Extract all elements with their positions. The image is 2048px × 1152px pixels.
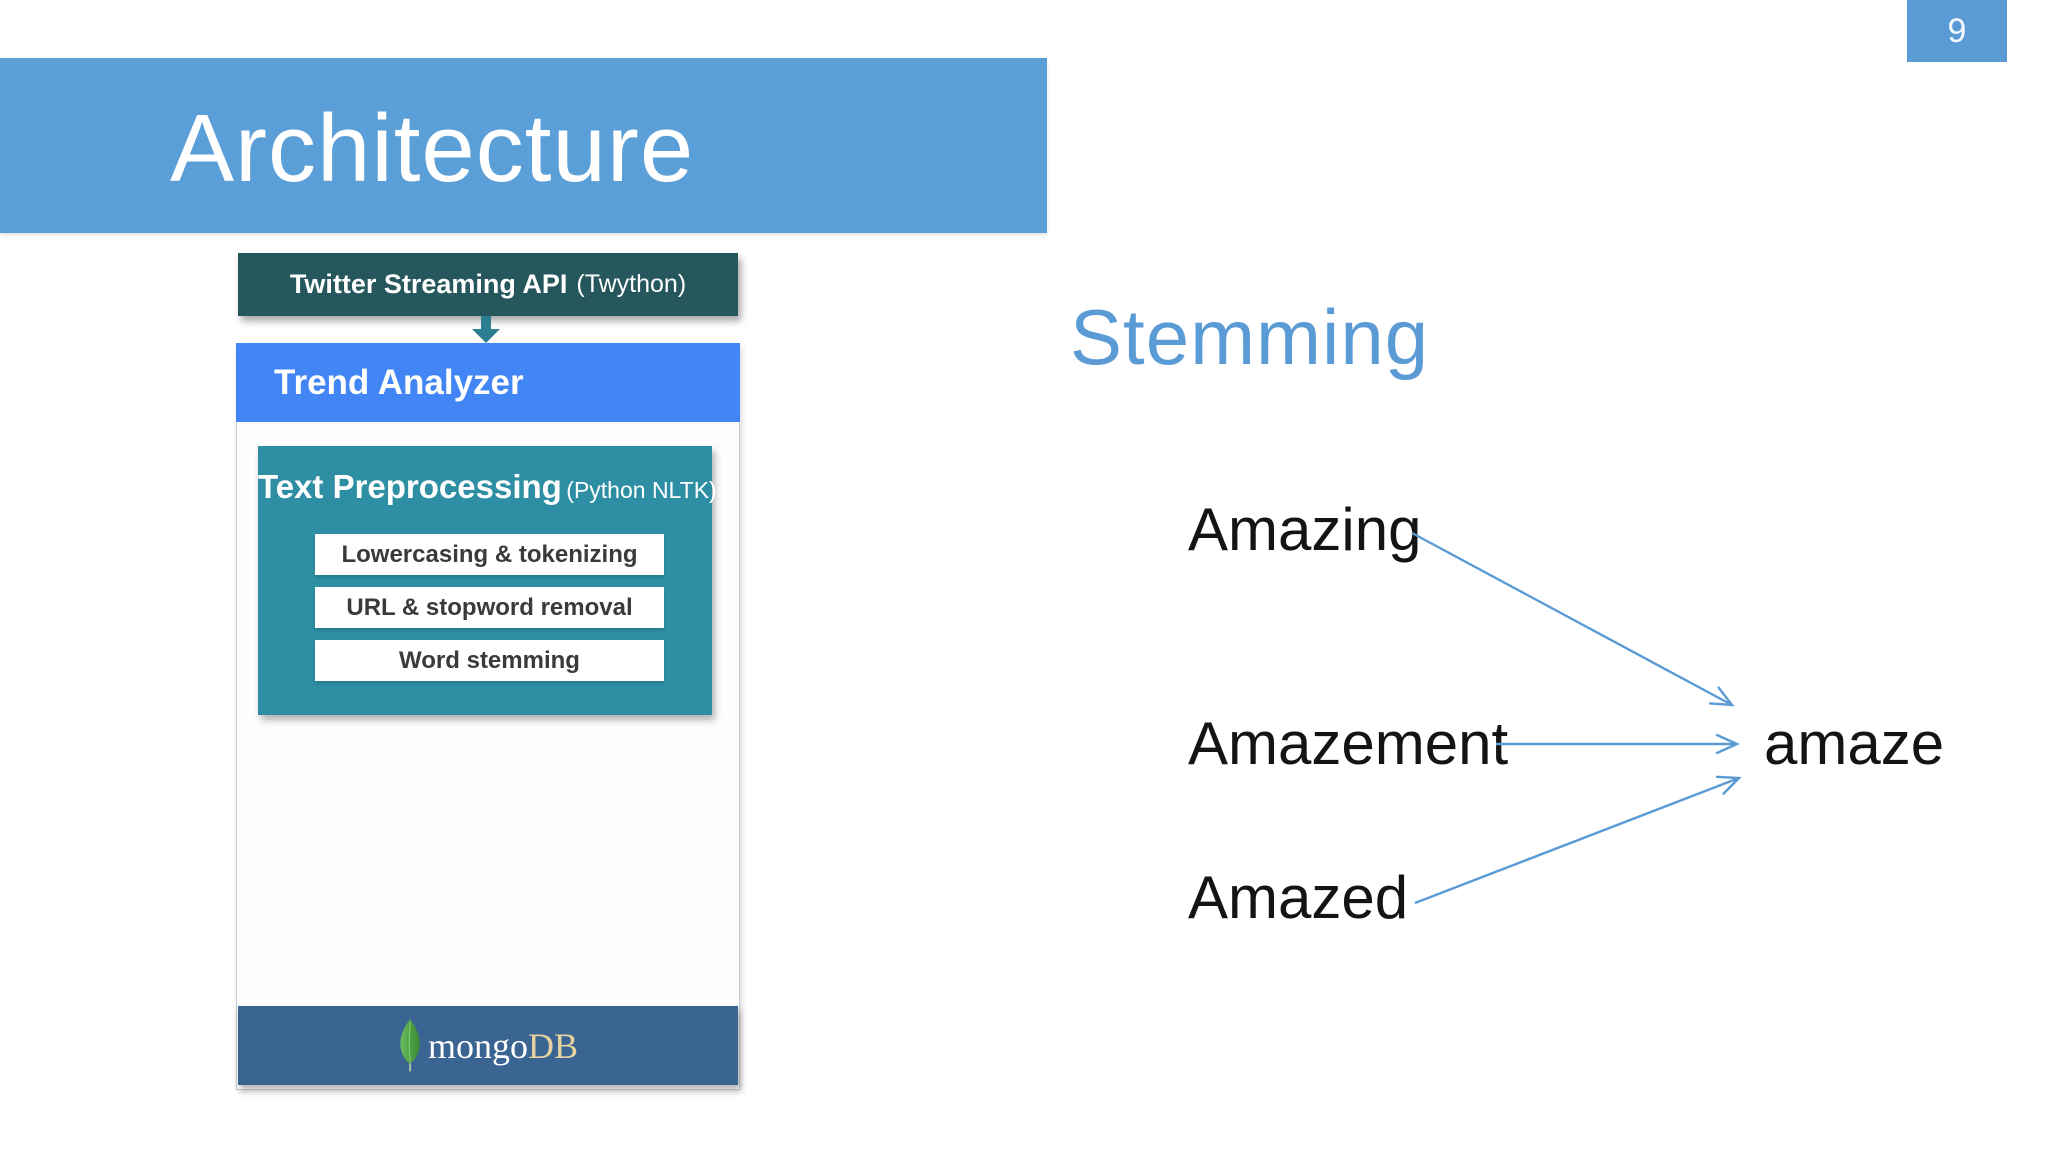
stem-target-amaze: amaze	[1764, 710, 1945, 777]
preprocessing-step-url-stopword: URL & stopword removal	[315, 587, 664, 628]
trend-analyzer-panel: Trend Analyzer Text Preprocessing (Pytho…	[236, 343, 740, 1090]
slide-title: Architecture	[170, 94, 695, 202]
mongodb-logo: mongo DB	[398, 1018, 579, 1072]
arrow-amazing-to-amaze	[1411, 531, 1735, 707]
mongodb-name-prefix: mongo	[427, 1025, 528, 1066]
preprocessing-title: Text Preprocessing	[258, 468, 562, 505]
preprocessing-step-lowercasing: Lowercasing & tokenizing	[315, 534, 664, 575]
twitter-api-label: Twitter Streaming API	[289, 269, 568, 299]
stemming-heading: Stemming	[1070, 293, 1430, 381]
trend-analyzer-label: Trend Analyzer	[274, 362, 524, 402]
preprocessing-title-row: Text Preprocessing (Python NLTK)	[258, 468, 717, 506]
stem-word-amazing: Amazing	[1188, 496, 1422, 563]
mongodb-name-suffix: DB	[528, 1025, 579, 1066]
mongodb-leaf-icon	[400, 1018, 420, 1071]
twitter-streaming-api-box: Twitter Streaming API (Twython)	[238, 253, 738, 316]
text-preprocessing-box: Text Preprocessing (Python NLTK) Lowerca…	[258, 446, 717, 715]
preprocessing-subtitle: (Python NLTK)	[566, 477, 717, 503]
page-number-badge: 9	[1907, 0, 2007, 62]
stem-word-amazement: Amazement	[1188, 710, 1509, 777]
preprocessing-steps: Lowercasing & tokenizing URL & stopword …	[315, 534, 664, 681]
flow-arrow-down-icon	[472, 316, 500, 343]
mongodb-bar: mongo DB	[238, 1006, 738, 1085]
trend-analyzer-header: Trend Analyzer	[236, 343, 740, 422]
slide-title-banner: Architecture	[0, 58, 1047, 233]
arrow-amazed-to-amaze	[1414, 775, 1742, 905]
page-number: 9	[1947, 11, 1967, 50]
twitter-api-sublabel: (Twython)	[576, 270, 687, 298]
stem-word-amazed: Amazed	[1188, 864, 1409, 931]
preprocessing-step-word-stemming: Word stemming	[315, 640, 664, 681]
